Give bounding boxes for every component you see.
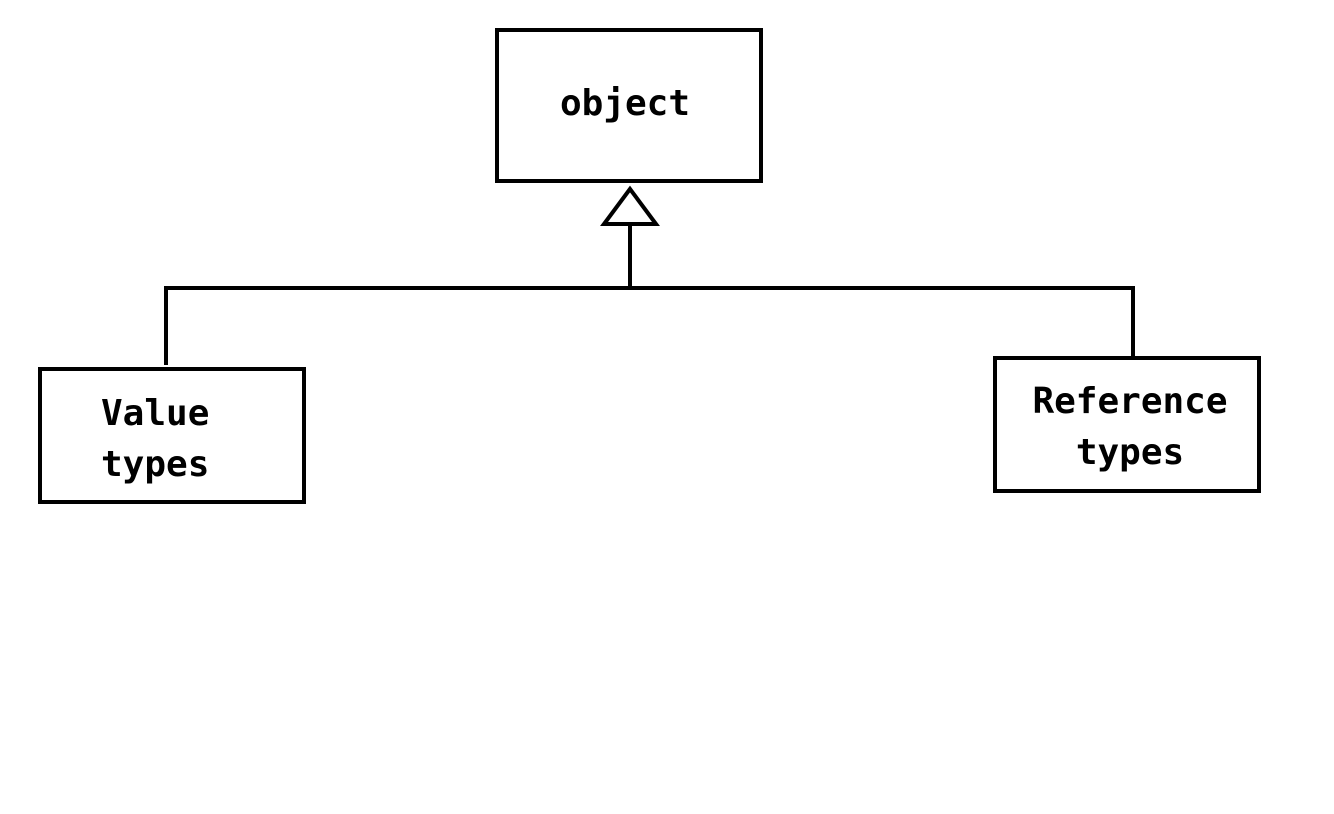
object-box [495,28,763,183]
inheritance-arrowhead [600,185,660,226]
reference-types-label-line2: types [1076,432,1184,473]
object-label: object [560,83,690,124]
reference-types-label-line1: Reference [1032,381,1227,422]
value-types-node: Value types [38,367,306,504]
value-types-label-line1: Value [101,393,209,434]
value-types-box [38,367,306,504]
reference-types-box [993,356,1261,493]
reference-types-node: Reference types [993,356,1261,493]
object-node: object [495,28,763,183]
value-types-label-line2: types [101,444,209,485]
